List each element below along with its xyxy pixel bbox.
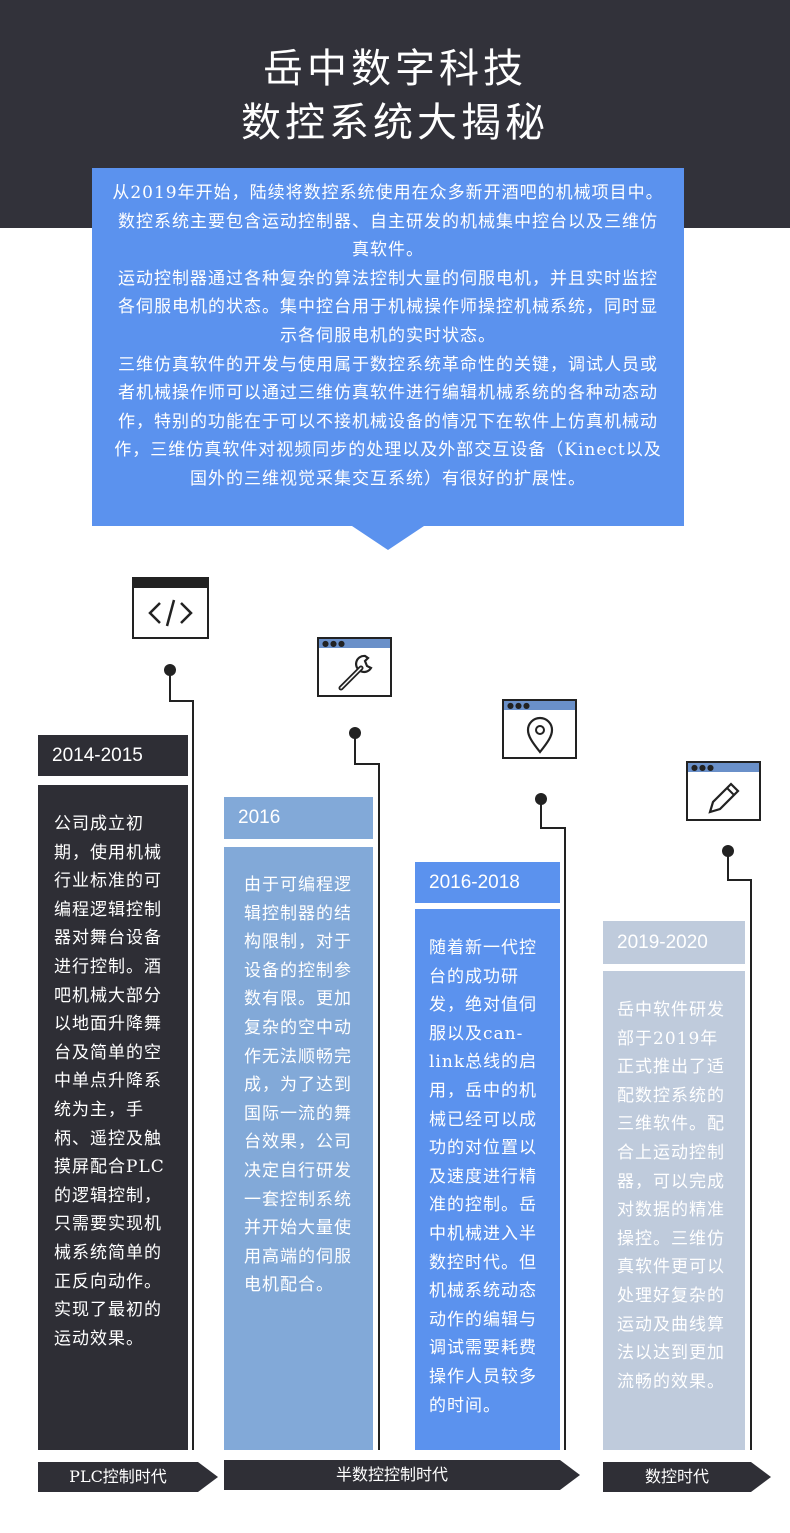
window-bar bbox=[504, 701, 575, 710]
intro-paragraph: 运动控制器通过各种复杂的算法控制大量的伺服电机，并且实时监控各伺服电机的状态。集… bbox=[118, 268, 658, 346]
window-dots-icon: ●●● bbox=[507, 701, 531, 710]
connector-line bbox=[540, 801, 542, 829]
window-dots-icon: ●●● bbox=[322, 639, 346, 648]
intro-panel: 从2019年开始，陆续将数控系统使用在众多新开酒吧的机械项目中。数控系统主要包含… bbox=[92, 168, 684, 526]
wrench-icon: ●●● bbox=[317, 637, 392, 697]
connector-line bbox=[564, 827, 566, 1450]
page-title-line1: 岳中数字科技 bbox=[263, 46, 527, 92]
timeline-node bbox=[164, 664, 176, 676]
timeline-node bbox=[535, 793, 547, 805]
period-title-2019-2020: 2019-2020 bbox=[603, 921, 745, 964]
timeline-node bbox=[349, 727, 361, 739]
connector-line bbox=[192, 700, 194, 1450]
intro-paragraph: 三维仿真软件的开发与使用属于数控系统革命性的关键，调试人员或者机械操作师可以通过… bbox=[114, 354, 662, 489]
code-icon bbox=[132, 577, 209, 639]
window-bar bbox=[688, 763, 759, 772]
connector-line bbox=[727, 853, 729, 881]
period-title-2014-2015: 2014-2015 bbox=[38, 735, 188, 776]
timeline-node bbox=[722, 845, 734, 857]
connector-line bbox=[750, 879, 752, 1450]
period-description: 岳中软件研发部于2019年正式推出了适配数控系统的三维软件。配合上运动控制器，可… bbox=[603, 971, 745, 1450]
connector-line bbox=[169, 700, 193, 702]
connector-line bbox=[378, 763, 380, 1450]
connector-line bbox=[727, 879, 751, 881]
era-label-semi-cnc: 半数控控制时代 bbox=[224, 1460, 580, 1490]
divider bbox=[38, 778, 188, 783]
period-title-2016: 2016 bbox=[224, 797, 373, 839]
intro-pointer bbox=[352, 526, 424, 550]
period-description: 公司成立初期，使用机械行业标准的可编程逻辑控制器对舞台设备进行控制。酒吧机械大部… bbox=[38, 785, 188, 1450]
connector-line bbox=[540, 827, 565, 829]
connector-line bbox=[354, 735, 356, 765]
period-title-2016-2018: 2016-2018 bbox=[415, 862, 560, 903]
era-label-plc: PLC控制时代 bbox=[38, 1462, 218, 1492]
connector-line bbox=[354, 763, 379, 765]
pencil-icon: ●●● bbox=[686, 761, 761, 821]
period-description: 随着新一代控台的成功研发，绝对值伺服以及can-link总线的启用，岳中的机械已… bbox=[415, 909, 560, 1450]
page-title-line2: 数控系统大揭秘 bbox=[241, 100, 549, 146]
location-pin-icon: ●●● bbox=[502, 699, 577, 759]
connector-line bbox=[169, 672, 171, 702]
window-bar bbox=[319, 639, 390, 648]
period-description: 由于可编程逻辑控制器的结构限制，对于设备的控制参数有限。更加复杂的空中动作无法顺… bbox=[224, 847, 373, 1450]
window-bar bbox=[134, 579, 207, 588]
intro-paragraph: 从2019年开始，陆续将数控系统使用在众多新开酒吧的机械项目中。数控系统主要包含… bbox=[112, 183, 664, 261]
window-dots-icon: ●●● bbox=[691, 763, 715, 772]
era-label-cnc: 数控时代 bbox=[603, 1462, 771, 1492]
